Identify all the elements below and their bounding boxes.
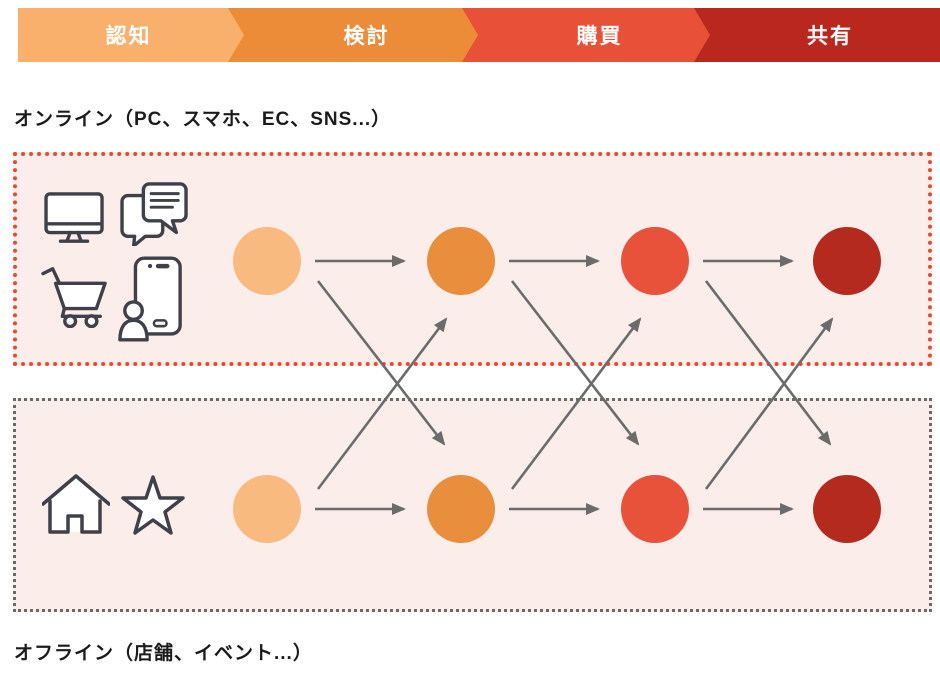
funnel-bar: 認知 検討 購買 共有 (18, 8, 940, 62)
online-section-label: オンライン（PC、スマホ、EC、SNS...） (14, 109, 392, 130)
funnel-stage-share-label: 共有 (807, 25, 853, 48)
funnel-stage-purchase-label: 購買 (576, 25, 623, 48)
funnel-stage-consideration-label: 検討 (343, 25, 390, 48)
cart-icon (40, 262, 110, 328)
desktop-icon (44, 192, 106, 248)
funnel-stage-purchase: 購買 (462, 8, 737, 62)
offline-section-label: オフライン（店舗、イベント...） (14, 643, 313, 664)
mobile-user-icon (118, 256, 184, 342)
funnel-stage-awareness: 認知 (18, 8, 255, 62)
chat-icon (120, 182, 190, 246)
funnel-stage-consideration: 検討 (228, 8, 505, 62)
home-icon (42, 474, 110, 536)
funnel-stage-awareness-label: 認知 (105, 25, 152, 48)
funnel-stage-share: 共有 (694, 8, 940, 62)
star-icon (120, 474, 186, 536)
